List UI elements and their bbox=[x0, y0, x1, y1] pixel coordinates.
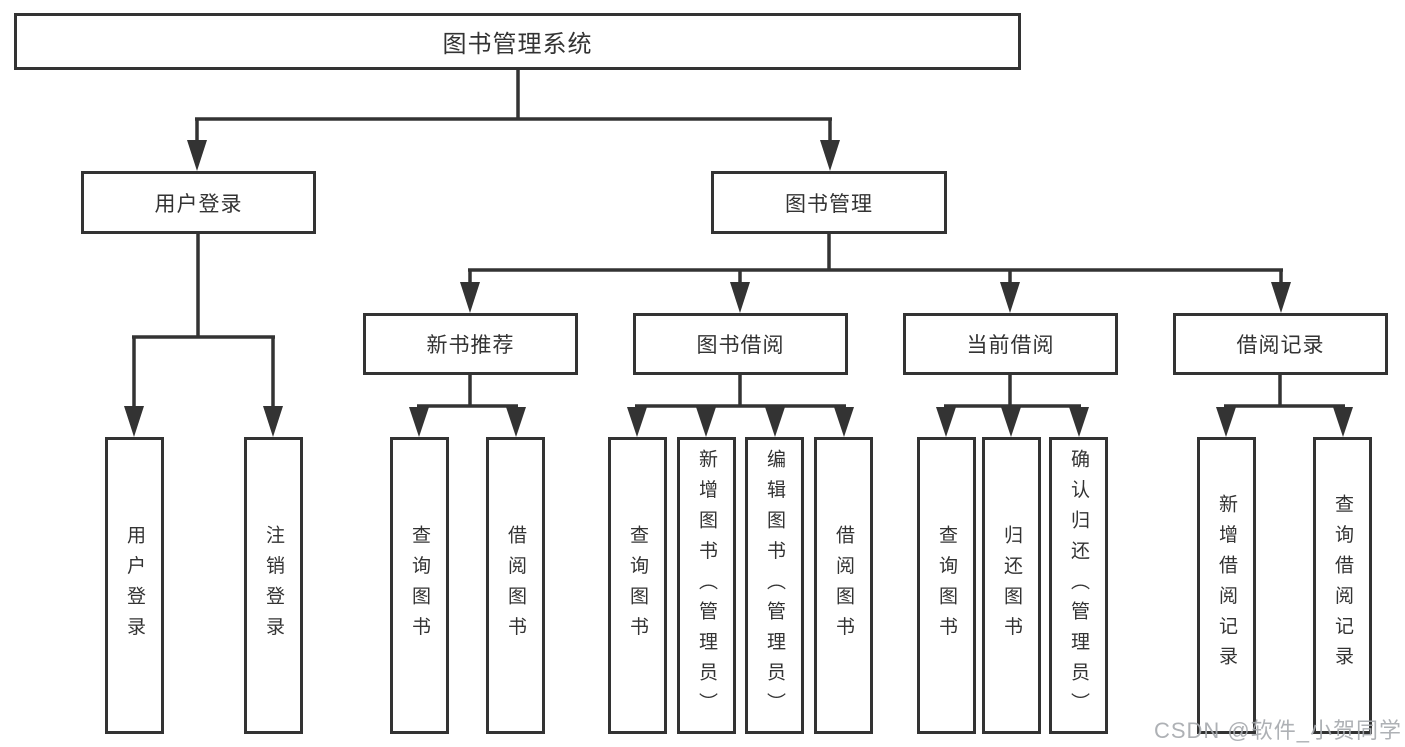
leaf-query-books-borrow: 查询图书 bbox=[608, 437, 667, 734]
node-label: 图书管理 bbox=[785, 192, 873, 216]
leaf-user-login: 用户登录 bbox=[105, 437, 164, 734]
leaf-label: 新增借阅记录 bbox=[1216, 494, 1237, 677]
leaf-confirm-return-admin: 确认归还（管理员） bbox=[1049, 437, 1108, 734]
node-label: 图书借阅 bbox=[696, 334, 785, 357]
node-borrowing-records: 借阅记录 bbox=[1173, 313, 1388, 375]
leaf-borrow-books: 借阅图书 bbox=[814, 437, 873, 734]
leaf-edit-books-admin: 编辑图书（管理员） bbox=[745, 437, 804, 734]
node-label: 当前借阅 bbox=[966, 334, 1055, 357]
leaf-logout: 注销登录 bbox=[244, 437, 303, 734]
leaf-query-borrow-record: 查询借阅记录 bbox=[1313, 437, 1372, 734]
connector-book-borrow-branch bbox=[627, 375, 854, 437]
leaf-label: 新增图书（管理员） bbox=[696, 448, 717, 723]
leaf-label: 查询图书 bbox=[936, 524, 957, 647]
node-label: 借阅记录 bbox=[1236, 334, 1325, 357]
connector-book-mgmt-to-level3 bbox=[460, 234, 1291, 313]
leaf-add-books-admin: 新增图书（管理员） bbox=[677, 437, 736, 734]
leaf-query-books-current: 查询图书 bbox=[917, 437, 976, 734]
node-user-login: 用户登录 bbox=[81, 171, 316, 234]
node-new-book-recommendation: 新书推荐 bbox=[363, 313, 578, 375]
leaf-borrow-books-newbook: 借阅图书 bbox=[486, 437, 545, 734]
leaf-label: 查询图书 bbox=[627, 524, 648, 647]
connector-new-book-branch bbox=[409, 375, 526, 437]
csdn-watermark: CSDN @软件_小贺同学 bbox=[1153, 718, 1402, 743]
connector-root-to-level2 bbox=[187, 70, 840, 171]
node-label: 新书推荐 bbox=[426, 334, 515, 357]
leaf-label: 借阅图书 bbox=[833, 524, 854, 647]
leaf-label: 编辑图书（管理员） bbox=[764, 448, 785, 723]
connector-borrow-records-branch bbox=[1216, 375, 1353, 437]
leaf-return-books: 归还图书 bbox=[982, 437, 1041, 734]
leaf-label: 查询借阅记录 bbox=[1332, 494, 1353, 677]
node-label: 用户登录 bbox=[154, 192, 243, 216]
leaf-add-borrow-record: 新增借阅记录 bbox=[1197, 437, 1256, 734]
connector-user-login-branch bbox=[124, 234, 283, 437]
leaf-query-books-newbook: 查询图书 bbox=[390, 437, 449, 734]
leaf-label: 确认归还（管理员） bbox=[1068, 448, 1089, 723]
connector-current-borrow-branch bbox=[936, 375, 1089, 437]
node-library-management-system: 图书管理系统 bbox=[14, 13, 1021, 70]
leaf-label: 归还图书 bbox=[1001, 524, 1022, 647]
leaf-label: 借阅图书 bbox=[505, 524, 526, 647]
node-current-borrowing: 当前借阅 bbox=[903, 313, 1118, 375]
node-label: 图书管理系统 bbox=[442, 31, 593, 58]
node-book-borrowing: 图书借阅 bbox=[633, 313, 848, 375]
leaf-label: 注销登录 bbox=[263, 524, 284, 647]
leaf-label: 用户登录 bbox=[124, 524, 145, 647]
node-book-management: 图书管理 bbox=[711, 171, 947, 234]
leaf-label: 查询图书 bbox=[409, 524, 430, 647]
